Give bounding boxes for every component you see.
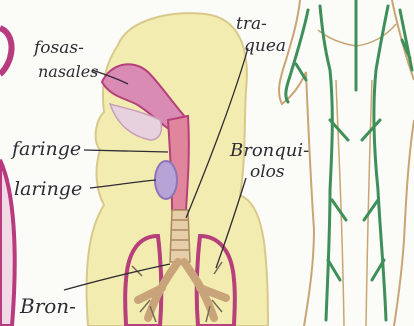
label-traquea-line2: quea	[244, 38, 286, 55]
label-traquea-line1: tra-	[236, 16, 267, 33]
purple-shape-left	[0, 160, 15, 326]
larynx	[155, 161, 177, 199]
label-bronquios: Bron-	[20, 296, 76, 316]
label-fosas-line1: fosas-	[34, 40, 84, 57]
trachea	[170, 210, 190, 262]
label-bronquiolos-line1: Bronqui-	[230, 142, 309, 160]
label-bronquiolos-line2: olos	[250, 164, 285, 181]
label-laringe: laringe	[14, 180, 82, 199]
label-faringe: faringe	[12, 140, 81, 159]
label-fosas-line2: nasales	[38, 64, 98, 80]
purple-shape-top-left	[0, 28, 12, 74]
